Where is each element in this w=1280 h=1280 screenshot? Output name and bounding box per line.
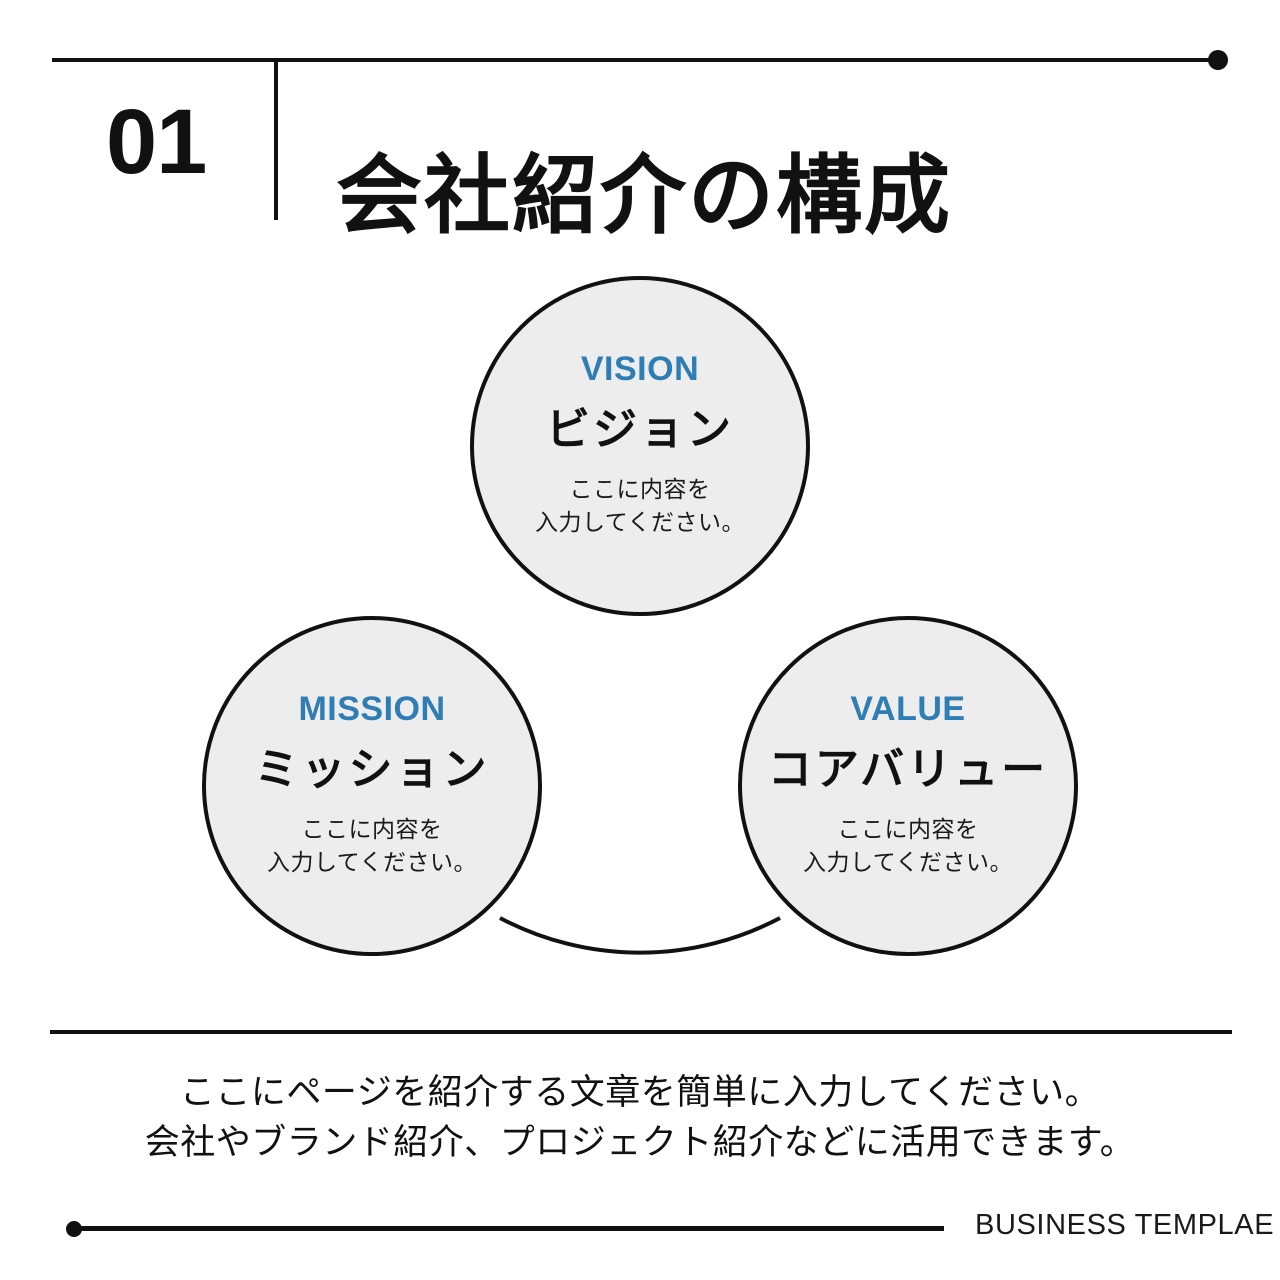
section-number: 01 bbox=[106, 91, 207, 193]
circle-value[interactable] bbox=[738, 616, 1078, 956]
header-vertical-divider bbox=[274, 60, 278, 220]
node-vision-eyebrow: VISION bbox=[580, 350, 700, 389]
page-caption-line1: ここにページを紹介する文章を簡単に入力してください。 bbox=[179, 1073, 1101, 1112]
node-value-body-line1: ここに内容を bbox=[837, 815, 979, 842]
node-mission-body-line1: ここに内容を bbox=[301, 815, 443, 842]
node-vision-body-line2: 入力してください。 bbox=[534, 509, 746, 536]
node-value-body: ここに内容を 入力してください。 bbox=[803, 813, 1013, 880]
vision-mission-value-diagram: VISION ビジョン ここに内容を 入力してください。 MISSION ミッシ… bbox=[190, 268, 1090, 968]
circle-vision[interactable] bbox=[470, 276, 810, 616]
node-mission-body: ここに内容を 入力してください。 bbox=[267, 813, 477, 880]
arc-mission-to-value bbox=[499, 916, 781, 955]
node-value-body-line2: 入力してください。 bbox=[802, 849, 1014, 876]
node-mission-body-line2: 入力してください。 bbox=[266, 849, 478, 876]
footer-line bbox=[74, 1226, 944, 1231]
top-line-end-dot-icon bbox=[1208, 50, 1228, 70]
node-value-title: コアバリュー bbox=[767, 745, 1049, 795]
node-value-eyebrow: VALUE bbox=[850, 690, 966, 729]
page-title: 会社紹介の構成 bbox=[336, 147, 952, 244]
node-vision-body: ここに内容を 入力してください。 bbox=[535, 473, 745, 540]
node-value[interactable]: VALUE コアバリュー ここに内容を 入力してください。 bbox=[738, 616, 1078, 956]
node-vision-title: ビジョン bbox=[546, 405, 734, 455]
top-divider-line bbox=[52, 58, 1220, 62]
page-caption: ここにページを紹介する文章を簡単に入力してください。 会社やブランド紹介、プロジ… bbox=[0, 1068, 1280, 1167]
diagram-shapes bbox=[202, 276, 1078, 956]
node-vision[interactable]: VISION ビジョン ここに内容を 入力してください。 bbox=[470, 276, 810, 616]
node-mission-eyebrow: MISSION bbox=[298, 690, 446, 729]
circle-mission[interactable] bbox=[202, 616, 542, 956]
footer-brand-label: BUSINESS TEMPLAE bbox=[975, 1209, 1275, 1241]
node-vision-body-line1: ここに内容を bbox=[569, 475, 711, 502]
node-mission-title: ミッション bbox=[254, 745, 490, 795]
page-caption-line2: 会社やブランド紹介、プロジェクト紹介などに活用できます。 bbox=[144, 1122, 1136, 1162]
node-mission[interactable]: MISSION ミッション ここに内容を 入力してください。 bbox=[202, 616, 542, 956]
bottom-divider-line bbox=[50, 1030, 1232, 1034]
